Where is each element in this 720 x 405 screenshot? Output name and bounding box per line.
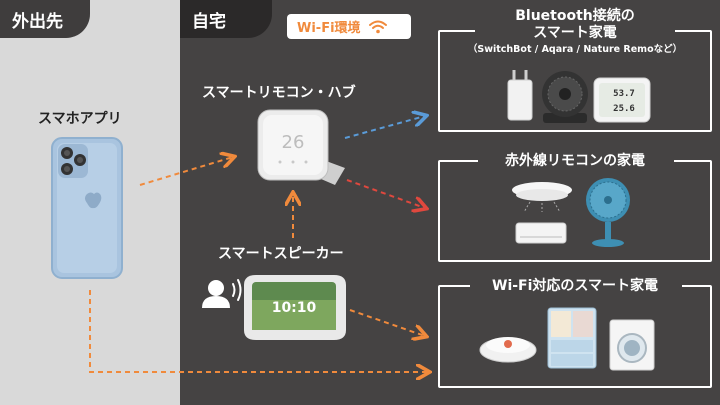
bluetooth-title-bg [475, 26, 675, 56]
infrared-title-text: 赤外線リモコンの家電 [505, 153, 645, 169]
hub-icon: 26 [257, 109, 345, 185]
person-speaking-icon [202, 279, 242, 308]
home-tab: 自宅 [180, 0, 272, 38]
speaker-clock: 10:10 [272, 300, 317, 316]
thermo-bottom: 25.6 [613, 104, 635, 114]
smartphone-icon [51, 137, 123, 279]
bluetooth-title-line1-text: Bluetooth接続の [515, 8, 635, 24]
wifi-title-bg [470, 281, 682, 291]
smart-speaker-label: スマートスピーカー [218, 246, 344, 262]
remote-hub-label: スマートリモコン・ハブ [202, 85, 356, 101]
arrow-hub-to-bluetooth [344, 116, 425, 139]
circulator-fan-icon [542, 71, 588, 123]
smart-speaker-icon: 10:10 [244, 275, 346, 340]
wifi-devices-title-text: Wi-Fi対応のスマート家電 [492, 278, 658, 294]
robot-vacuum-icon [479, 337, 537, 363]
wifi-badge-label: Wi-Fi環境 [297, 21, 361, 36]
arrow-phone-to-wifi-devices [89, 290, 428, 372]
air-conditioner-icon [515, 222, 567, 244]
hub-display: 26 [282, 132, 305, 153]
wifi-icon [368, 20, 387, 33]
phone-app-label: スマホアプリ [38, 111, 122, 127]
washing-machine-icon [609, 319, 655, 371]
arrow-hub-to-infrared [346, 179, 425, 208]
arrow-phone-to-hub [139, 157, 233, 186]
arrow-speaker-to-wifi-devices [349, 309, 425, 336]
refrigerator-icon [547, 307, 597, 369]
electric-fan-icon [586, 178, 630, 247]
infrared-title-bg [478, 156, 674, 166]
smart-plug-icon [507, 70, 533, 121]
thermo-top: 53.7 [613, 89, 635, 99]
ceiling-light-icon [512, 182, 572, 213]
wifi-badge: Wi-Fi環境 [287, 14, 411, 39]
bluetooth-title-line2-text: スマート家電 [533, 25, 617, 41]
thermometer-icon: 53.7 25.6 [593, 77, 651, 123]
bluetooth-subtitle-text: （SwitchBot / Aqara / Nature Remoなど） [467, 44, 683, 55]
outside-tab: 外出先 [0, 0, 90, 38]
